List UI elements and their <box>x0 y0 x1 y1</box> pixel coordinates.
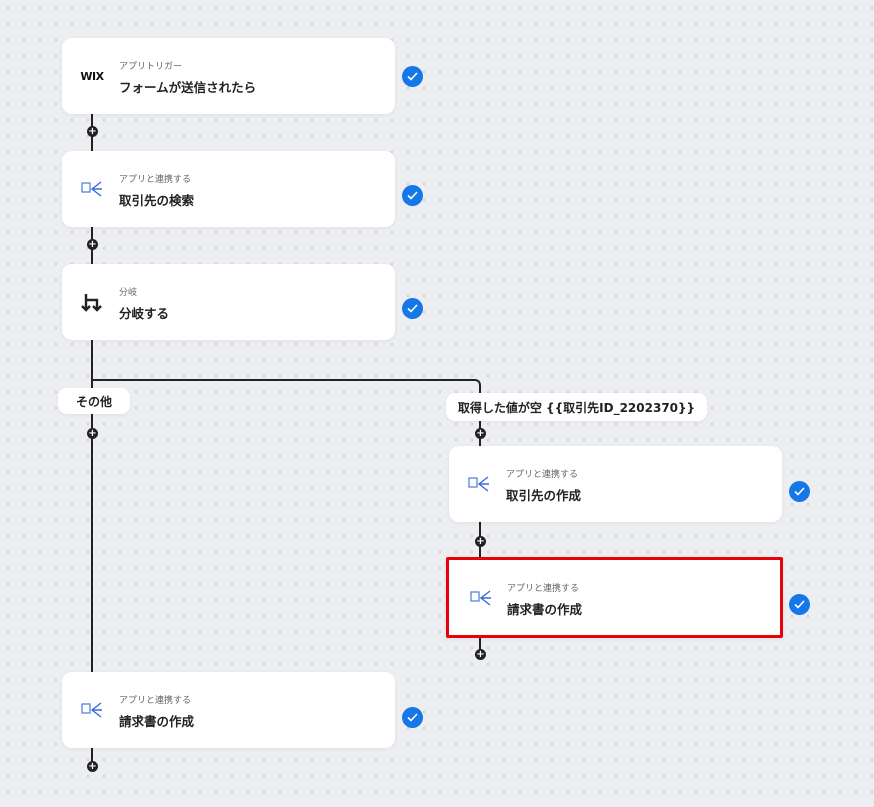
check-icon <box>402 185 423 206</box>
check-icon <box>402 66 423 87</box>
app-integration-icon <box>469 586 493 610</box>
step-type: アプリトリガー <box>119 62 183 72</box>
add-step-button[interactable]: + <box>87 126 98 137</box>
app-integration-icon <box>80 177 104 201</box>
app-integration-icon <box>80 698 104 722</box>
step-type: アプリと連携する <box>119 696 192 706</box>
add-step-button[interactable]: + <box>475 536 486 547</box>
branch-connector <box>92 379 474 381</box>
step-type: アプリと連携する <box>507 584 580 594</box>
step-card-create-invoice[interactable]: アプリと連携する 請求書の作成 <box>62 672 395 748</box>
step-title: 取引先の作成 <box>506 488 582 503</box>
connector <box>91 110 93 770</box>
step-title: フォームが送信されたら <box>119 80 257 95</box>
step-card-create-client[interactable]: アプリと連携する 取引先の作成 <box>449 446 782 522</box>
app-integration-icon <box>467 472 491 496</box>
step-type: 分岐 <box>119 288 138 298</box>
add-step-button[interactable]: + <box>475 428 486 439</box>
step-type: アプリと連携する <box>119 175 192 185</box>
step-title: 請求書の作成 <box>507 602 583 617</box>
branch-icon <box>80 290 104 314</box>
add-step-button[interactable]: + <box>87 428 98 439</box>
step-card-search[interactable]: アプリと連携する 取引先の検索 <box>62 151 395 227</box>
step-title: 取引先の検索 <box>119 193 195 208</box>
step-type: アプリと連携する <box>506 470 579 480</box>
wix-logo-icon: WIX <box>80 69 104 83</box>
branch-label-condition[interactable]: 取得した値が空 {{取引先ID_2202370}} <box>446 393 707 421</box>
step-title: 請求書の作成 <box>119 714 195 729</box>
check-icon <box>789 481 810 502</box>
check-icon <box>402 707 423 728</box>
check-icon <box>789 594 810 615</box>
add-step-button[interactable]: + <box>87 239 98 250</box>
step-card-trigger[interactable]: WIX アプリトリガー フォームが送信されたら <box>62 38 395 114</box>
branch-connector <box>473 379 481 387</box>
check-icon <box>402 298 423 319</box>
branch-label-other[interactable]: その他 <box>58 388 130 414</box>
step-title: 分岐する <box>119 306 170 321</box>
add-step-button[interactable]: + <box>475 649 486 660</box>
add-step-button[interactable]: + <box>87 761 98 772</box>
step-card-branch[interactable]: 分岐 分岐する <box>62 264 395 340</box>
step-card-create-invoice-selected[interactable]: アプリと連携する 請求書の作成 <box>446 557 783 638</box>
